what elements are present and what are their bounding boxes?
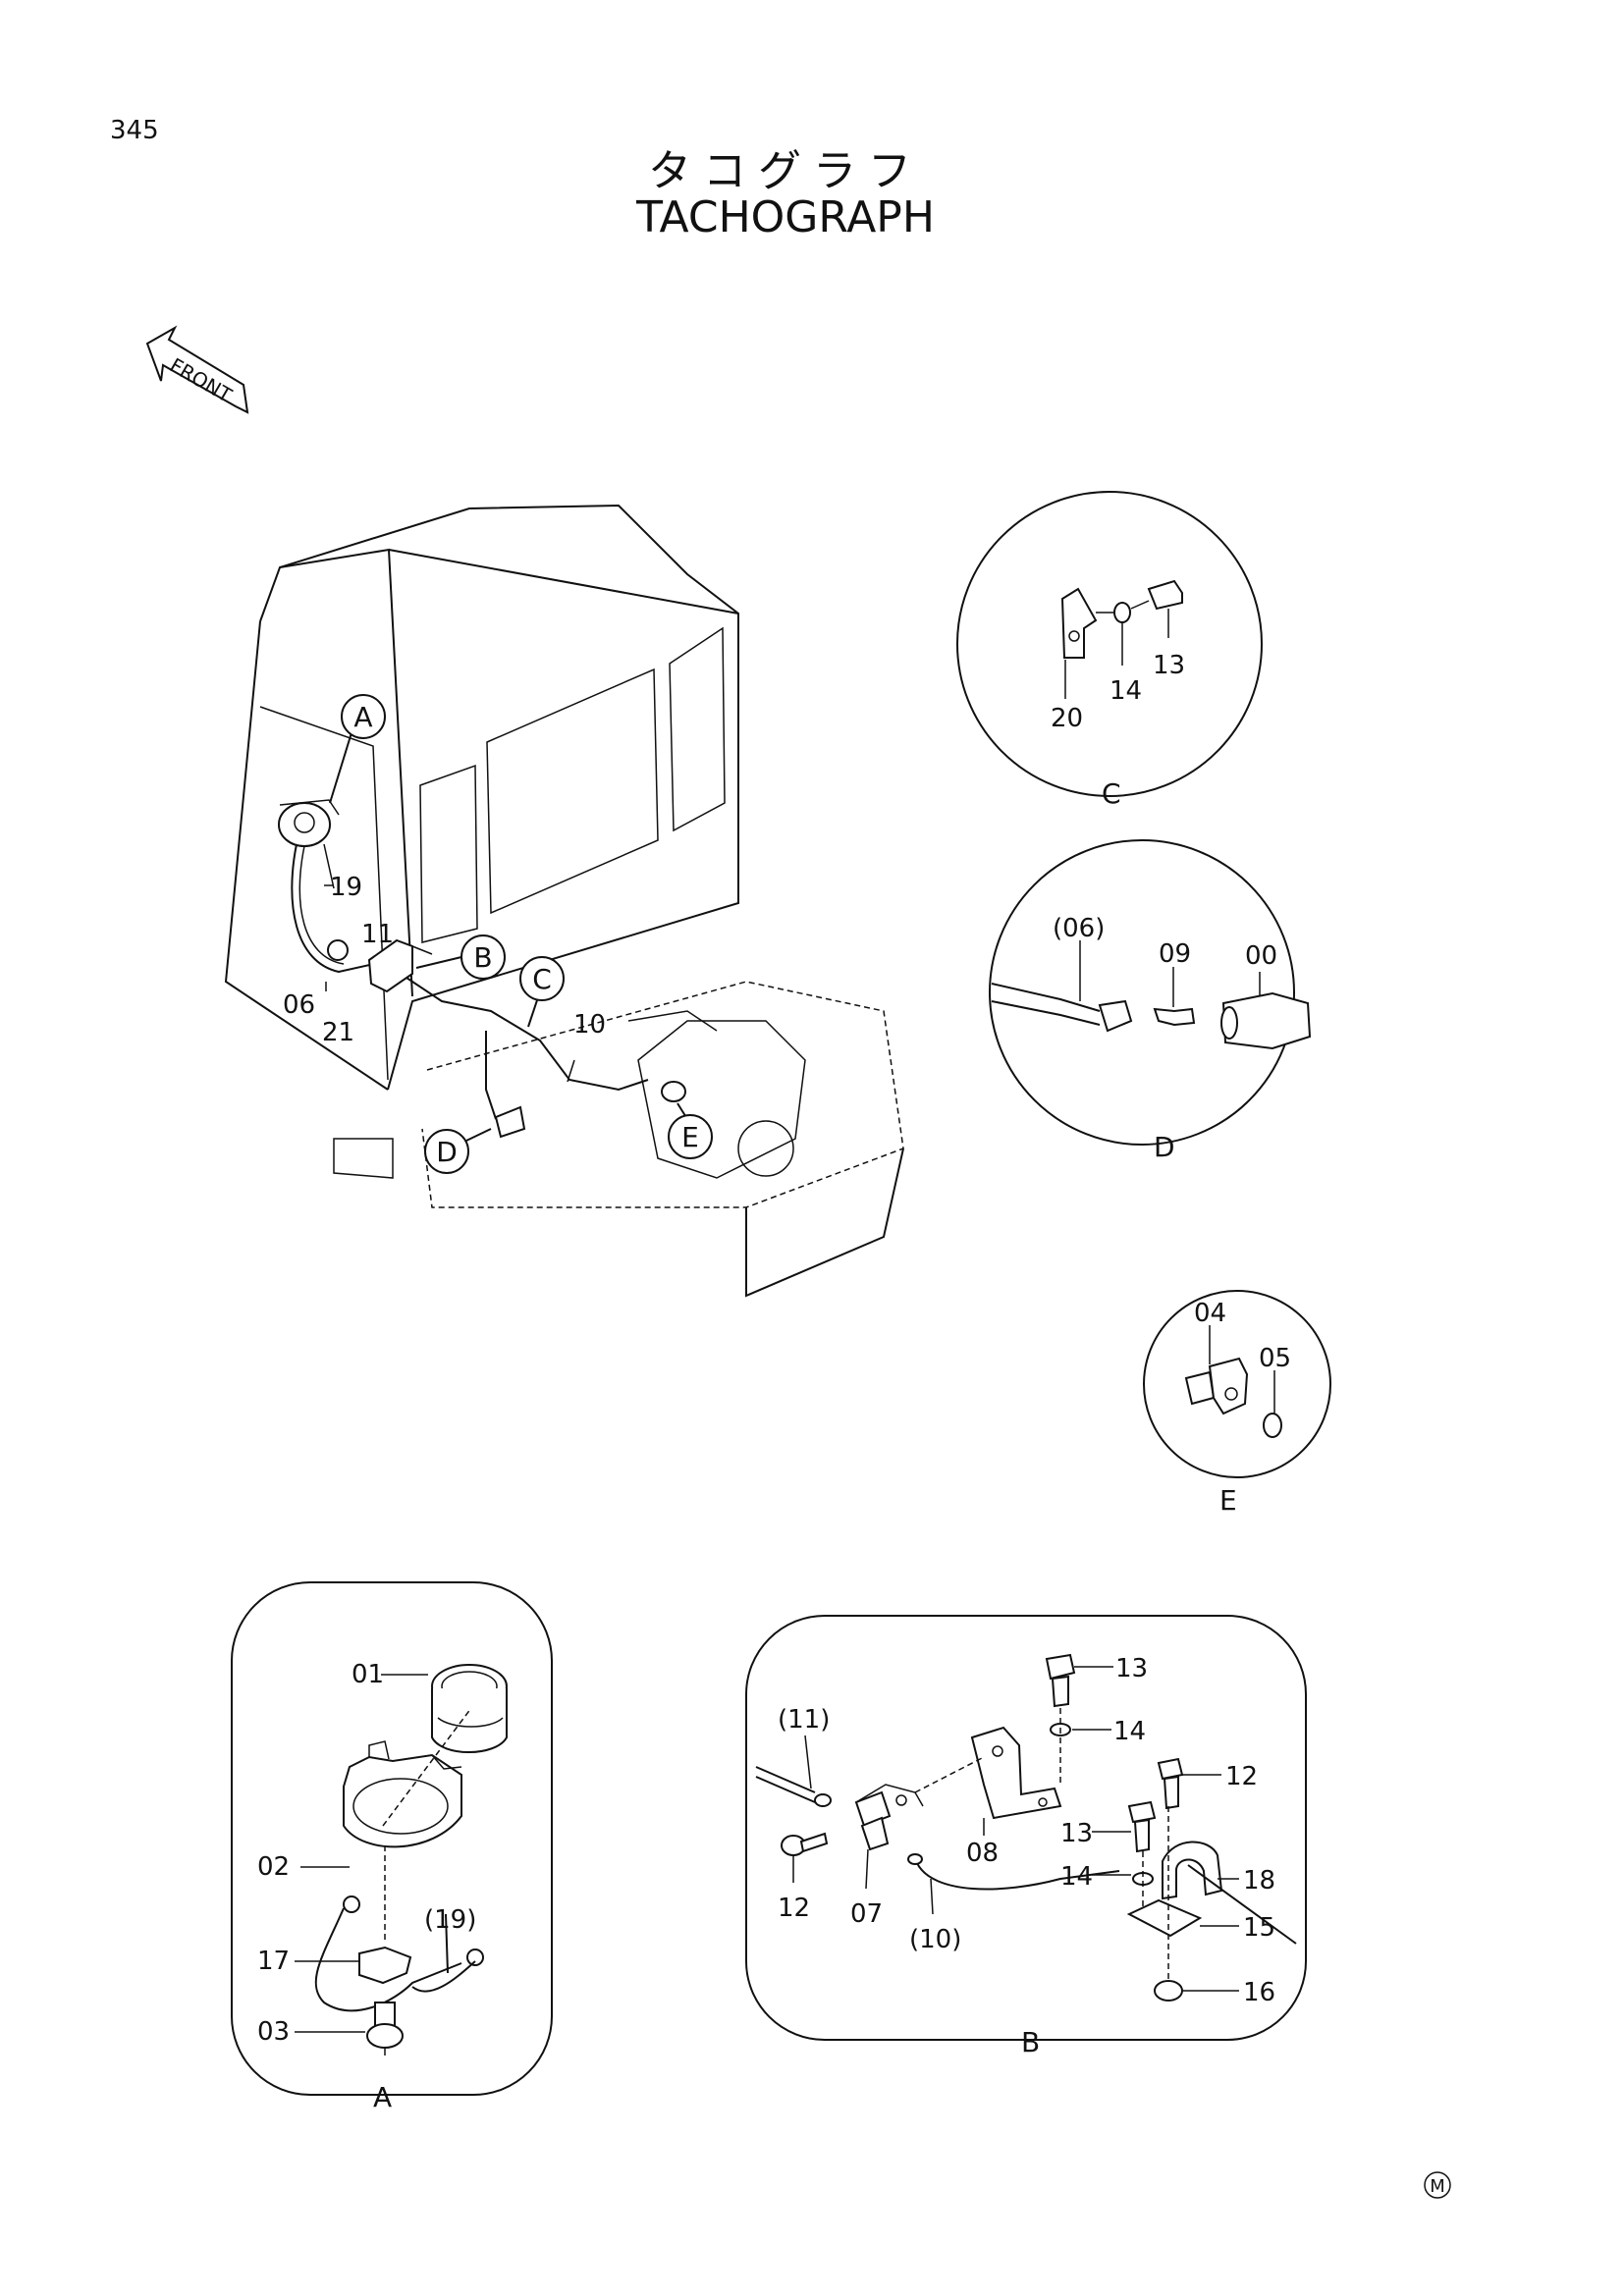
detail-c-label-20: 20 [1051,704,1083,733]
detail-b-label-15: 15 [1243,1913,1275,1943]
detail-c-name: C [1102,777,1121,810]
bubble-d: D [424,1129,469,1174]
main-machine-view [224,504,904,1298]
detail-b-label-18: 18 [1243,1866,1275,1896]
copyright-mark-label: M [1430,2176,1445,2197]
detail-e-label-04: 04 [1194,1299,1226,1328]
detail-d: (06) 09 00 D [989,839,1312,1163]
detail-b-label-16: 16 [1243,1978,1275,2007]
detail-a-label-02: 02 [257,1852,290,1882]
bubble-c-label: C [532,963,552,995]
detail-e: 04 05 E [1143,1290,1331,1517]
detail-b-label-13-mid: 13 [1060,1819,1093,1848]
bubble-d-label: D [436,1136,458,1168]
title-japanese: タコグラフ [648,146,923,196]
main-label-21: 21 [322,1018,354,1047]
detail-d-label-00: 00 [1245,941,1277,971]
bubble-b-label: B [473,941,492,974]
main-label-10: 10 [573,1010,606,1040]
bubble-b: B [460,934,506,980]
detail-b-label-14-top: 14 [1113,1717,1146,1746]
front-arrow-label: FRONT [166,353,237,407]
bubble-a: A [341,694,386,739]
detail-b-label-13-top: 13 [1115,1654,1148,1683]
detail-e-name: E [1219,1484,1237,1517]
detail-c-label-13: 13 [1153,651,1185,680]
main-label-19: 19 [330,873,362,902]
detail-a: 01 02 17 (19) 03 A [231,1581,553,2113]
detail-d-name: D [1154,1131,1175,1163]
detail-d-label-09: 09 [1159,939,1191,969]
bubble-a-label: A [353,701,372,733]
title-english: TACHOGRAPH [636,192,935,242]
main-label-06: 06 [283,990,315,1020]
detail-c-label-14: 14 [1110,676,1142,706]
main-label-11: 11 [361,920,394,949]
detail-b-label-12-right: 12 [1225,1762,1258,1791]
detail-b-label-10: (10) [909,1925,961,1954]
copyright-mark-icon: M [1424,2171,1451,2199]
detail-b-name: B [1021,2026,1040,2058]
detail-a-label-01: 01 [352,1660,384,1689]
detail-e-label-05: 05 [1259,1344,1291,1373]
detail-b-label-14-mid: 14 [1060,1862,1093,1892]
bubble-e: E [668,1114,713,1159]
detail-a-label-19: (19) [424,1905,476,1935]
detail-b-label-08: 08 [966,1839,999,1868]
detail-b-label-11: (11) [778,1705,830,1735]
detail-d-label-06: (06) [1053,914,1105,943]
detail-b-label-12-left: 12 [778,1894,810,1923]
detail-a-label-17: 17 [257,1947,290,1976]
detail-a-label-03: 03 [257,2017,290,2047]
detail-c: 20 14 13 C [956,491,1263,810]
page-number: 345 [110,116,159,145]
detail-b-label-07: 07 [850,1899,883,1929]
detail-b: 13 14 (11) 12 08 13 14 18 15 16 12 07 (1… [745,1615,1307,2058]
bubble-c: C [519,956,565,1001]
front-arrow-icon: FRONT [145,325,249,414]
bubble-e-label: E [681,1121,699,1153]
detail-a-name: A [373,2081,392,2113]
